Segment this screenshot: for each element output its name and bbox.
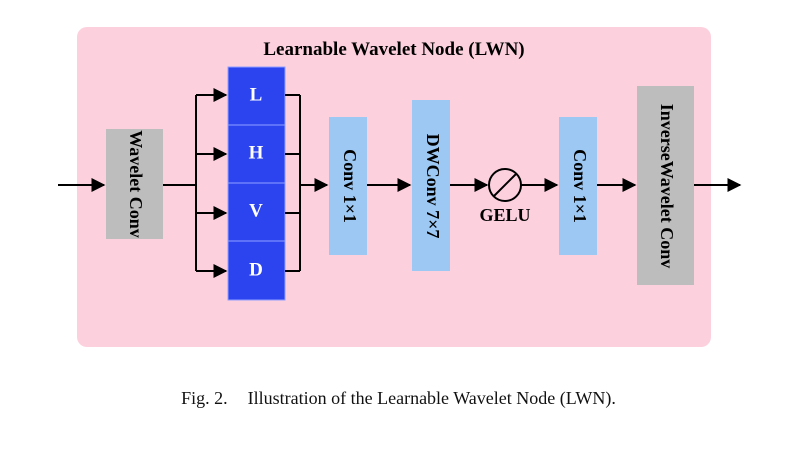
wavelet-conv-block bbox=[106, 129, 163, 239]
wavelet-conv-label: Wavelet Conv bbox=[126, 130, 146, 238]
dwconv-block bbox=[412, 100, 450, 271]
figure-caption: Fig. 2. Illustration of the Learnable Wav… bbox=[0, 388, 797, 409]
dwconv-label: DWConv 7×7 bbox=[423, 134, 443, 239]
inverse-wavelet-conv-block bbox=[637, 86, 694, 285]
inverse-wavelet-conv-label: InverseWavelet Conv bbox=[657, 104, 677, 268]
conv2-label: Conv 1×1 bbox=[570, 149, 590, 223]
band-v-label: V bbox=[249, 200, 263, 221]
band-l-label: L bbox=[250, 84, 263, 105]
conv1-label: Conv 1×1 bbox=[340, 149, 360, 223]
gelu-slash bbox=[493, 173, 517, 197]
band-d-label: D bbox=[249, 259, 263, 280]
conv1-block bbox=[329, 117, 367, 255]
band-d-block bbox=[227, 240, 286, 301]
gelu-label: GELU bbox=[479, 205, 530, 225]
lwn-panel bbox=[77, 27, 711, 347]
band-h-label: H bbox=[249, 142, 264, 163]
diagram-title: Learnable Wavelet Node (LWN) bbox=[263, 39, 524, 60]
conv2-block bbox=[559, 117, 597, 255]
caption-text: Illustration of the Learnable Wavelet No… bbox=[247, 388, 616, 408]
band-h-block bbox=[227, 124, 286, 184]
figure-label: Fig. 2. bbox=[181, 388, 228, 408]
